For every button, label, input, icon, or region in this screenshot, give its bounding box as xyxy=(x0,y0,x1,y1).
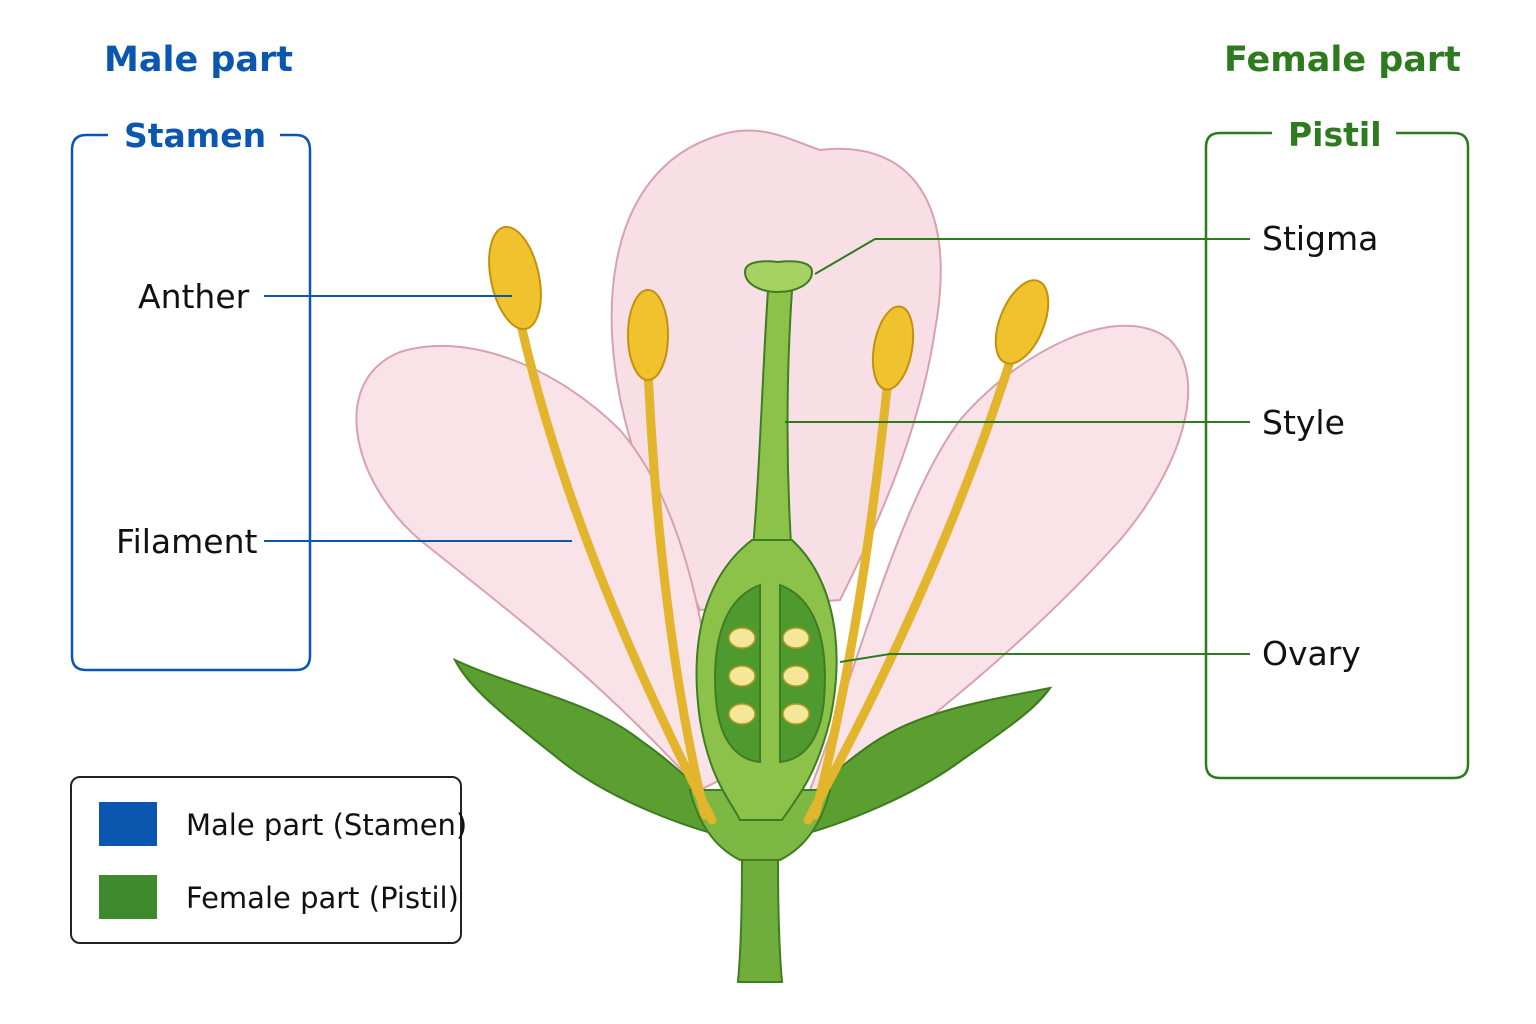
receptacle xyxy=(688,789,832,861)
ovule xyxy=(728,665,756,687)
filaments xyxy=(515,315,1017,825)
female-legend-swatch xyxy=(99,875,157,919)
pistil-stigma xyxy=(743,260,814,294)
ovary-leader-line xyxy=(839,653,1250,663)
anthers xyxy=(488,225,1050,391)
stigma-label: Stigma xyxy=(1262,219,1379,258)
legend: Male part (Stamen) Female part (Pistil) xyxy=(70,776,467,944)
anther-3 xyxy=(871,305,915,391)
ovule xyxy=(782,665,810,687)
stem xyxy=(736,859,784,983)
male-part-heading: Male part xyxy=(104,40,294,80)
ovule xyxy=(728,703,756,725)
male-legend-swatch xyxy=(99,802,157,846)
anther-label: Anther xyxy=(138,277,250,316)
anther-1 xyxy=(488,225,542,331)
pistil-bracket xyxy=(1204,131,1470,780)
stigma-leader-line xyxy=(814,238,1250,275)
ovule xyxy=(728,627,756,649)
female-part-heading: Female part xyxy=(1224,40,1461,80)
anther-4 xyxy=(994,279,1050,365)
petal-left xyxy=(355,344,722,792)
style-label: Style xyxy=(1262,403,1345,442)
anther-2 xyxy=(627,289,669,381)
pistil-title: Pistil xyxy=(1274,118,1396,151)
female-legend-label: Female part (Pistil) xyxy=(186,881,459,915)
filament-2 xyxy=(643,365,710,820)
stamen-title: Stamen xyxy=(110,119,281,152)
ovule xyxy=(782,627,810,649)
ovule xyxy=(782,703,810,725)
ovules xyxy=(728,627,810,725)
ovary-label: Ovary xyxy=(1262,634,1361,673)
filament-1 xyxy=(515,315,717,825)
filament-4 xyxy=(803,350,1017,825)
filament-3 xyxy=(810,375,893,820)
filament-label: Filament xyxy=(116,522,258,561)
male-legend-label: Male part (Stamen) xyxy=(186,808,468,842)
stamen-bracket xyxy=(70,133,312,672)
